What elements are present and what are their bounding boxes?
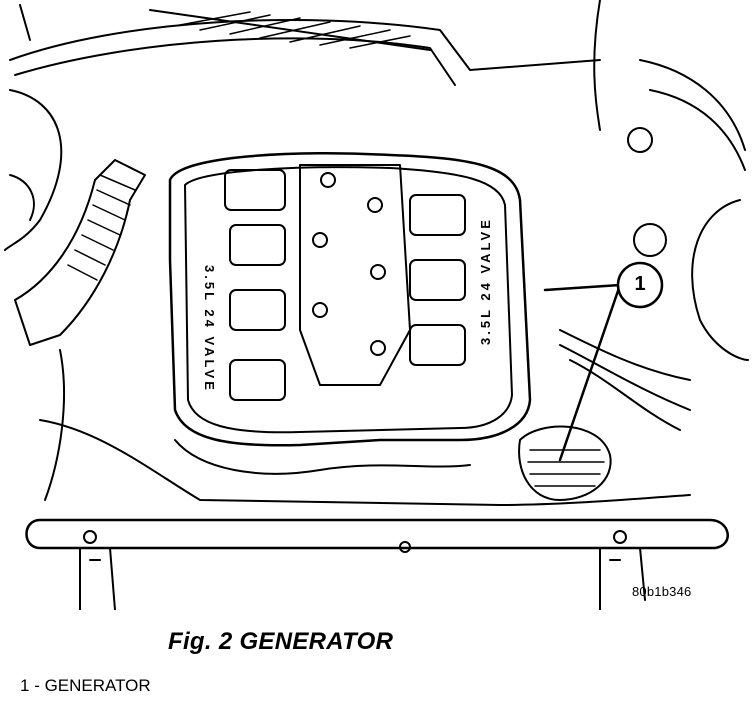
legend-item-label: GENERATOR	[44, 676, 151, 695]
legend-item-number: 1	[20, 676, 30, 695]
engine-cover	[168, 152, 532, 447]
left-strut-tower	[4, 89, 63, 251]
engine-compartment-illustration: 3.5L 24 VALVE 3.5L 24 VALVE	[4, 0, 749, 610]
callout-circle-1	[616, 261, 664, 309]
right-strut-tower	[691, 199, 749, 361]
legend-item-separator: -	[29, 676, 45, 695]
radiator-crossmember	[25, 518, 729, 550]
legend-item: 1 - GENERATOR	[20, 676, 151, 696]
engine-cover-text-left: 3.5L 24 VALVE	[202, 265, 217, 393]
engine-cover-text-right: 3.5L 24 VALVE	[478, 217, 493, 345]
callout-number: 1	[634, 273, 646, 295]
figure-caption: Fig. 2 GENERATOR	[168, 628, 394, 655]
generator	[518, 425, 612, 501]
callout-leader-1	[558, 283, 622, 462]
figure-reference-code: 80b1b346	[632, 584, 692, 599]
intake-hose	[14, 159, 146, 346]
